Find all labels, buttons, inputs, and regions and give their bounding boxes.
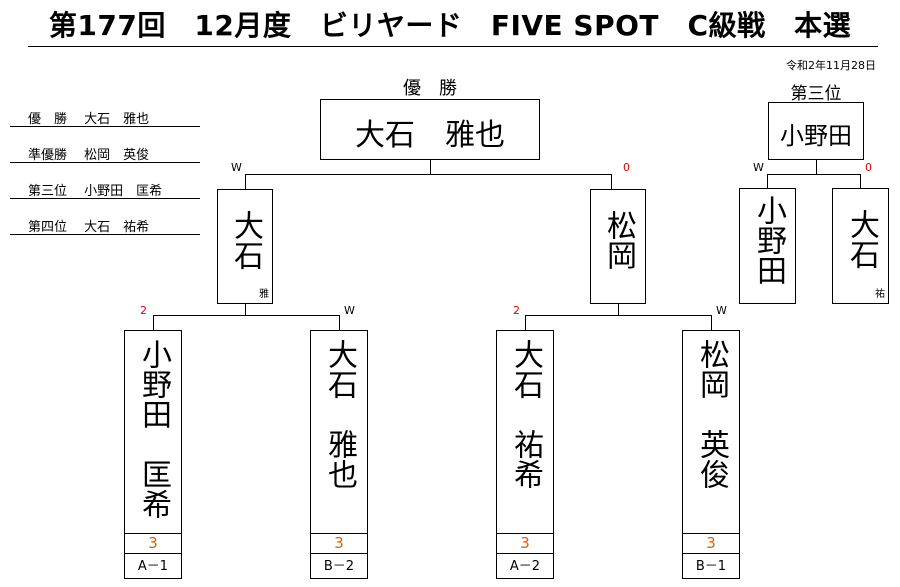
finalist-left-box: 大石 雅 <box>217 189 273 304</box>
player-score-a2: 3 <box>520 534 530 552</box>
player-seed-a1: A－1 <box>137 559 169 574</box>
player-score-b2: 3 <box>334 534 344 552</box>
finalist-right-box: 松岡 <box>590 189 646 304</box>
third-right-mark: 0 <box>865 161 872 174</box>
champion-name: 大石 雅也 <box>355 118 505 153</box>
player-score-b1: 3 <box>706 534 716 552</box>
third-left-box: 小野田 <box>739 188 796 304</box>
bracket-line <box>767 174 768 188</box>
bracket-line <box>816 160 817 174</box>
bracket-line <box>525 315 711 316</box>
bracket-line <box>245 304 246 315</box>
bracket-line <box>525 315 526 330</box>
player-box-a2: 大石 祐希 3 A－2 <box>496 330 554 579</box>
semi-4-mark: W <box>716 304 727 317</box>
semi-3-mark: 2 <box>513 304 520 317</box>
result-first: 優 勝 大石 雅也 <box>28 112 150 127</box>
semi-2-mark: W <box>344 304 355 317</box>
bracket-line <box>245 174 611 175</box>
third-place-box: 小野田 <box>768 102 864 160</box>
event-date: 令和2年11月28日 <box>786 59 876 72</box>
third-right-initial: 祐 <box>875 289 885 300</box>
champion-heading: 優 勝 <box>403 78 457 99</box>
bracket-line <box>860 174 861 188</box>
bracket-line <box>711 315 712 330</box>
finalist-right-name: 松岡 <box>601 210 636 270</box>
third-right-name: 大石 <box>844 209 879 269</box>
player-name-b1: 松岡 英俊 <box>694 339 729 489</box>
result-row-1: 優 勝 大石 雅也 <box>10 106 200 142</box>
third-place-name: 小野田 <box>780 122 852 150</box>
third-left-mark: W <box>753 161 764 174</box>
bracket-line <box>153 315 339 316</box>
result-row-3: 第三位 小野田 匡希 <box>10 178 200 214</box>
bracket-line <box>618 304 619 315</box>
third-place-heading: 第三位 <box>790 84 842 104</box>
final-left-mark: W <box>231 161 242 174</box>
player-seed-b2: B－2 <box>323 559 355 574</box>
champion-box: 大石 雅也 <box>320 99 540 160</box>
player-seed-a2: A－2 <box>509 559 541 574</box>
player-box-b1: 松岡 英俊 3 B－1 <box>682 330 740 579</box>
player-name-b2: 大石 雅也 <box>322 339 357 489</box>
bracket-line <box>611 174 612 189</box>
result-fourth: 第四位 大石 祐希 <box>28 220 150 235</box>
title-underline <box>28 46 878 47</box>
player-box-a1: 小野田 匡希 3 A－1 <box>124 330 182 579</box>
third-left-name: 小野田 <box>751 195 786 285</box>
page-title: 第177回 12月度 ビリヤード FIVE SPOT C級戦 本選 <box>48 9 852 42</box>
player-name-a1: 小野田 匡希 <box>136 339 171 519</box>
result-second: 準優勝 松岡 英俊 <box>28 148 150 163</box>
results-list: 優 勝 大石 雅也 準優勝 松岡 英俊 第三位 小野田 匡希 第四位 大石 祐希 <box>10 106 200 250</box>
bracket-line <box>245 174 246 189</box>
player-score-a1: 3 <box>148 534 158 552</box>
semi-1-mark: 2 <box>140 304 147 317</box>
result-third: 第三位 小野田 匡希 <box>28 184 163 199</box>
bracket-line <box>430 160 431 174</box>
player-seed-b1: B－1 <box>695 559 727 574</box>
player-name-a2: 大石 祐希 <box>508 339 543 489</box>
third-right-box: 大石 祐 <box>832 188 889 304</box>
result-row-4: 第四位 大石 祐希 <box>10 214 200 250</box>
bracket-line <box>339 315 340 330</box>
result-row-2: 準優勝 松岡 英俊 <box>10 142 200 178</box>
finalist-left-name: 大石 <box>228 210 263 270</box>
final-right-mark: 0 <box>623 161 630 174</box>
finalist-left-initial: 雅 <box>259 289 269 300</box>
bracket-line <box>153 315 154 330</box>
player-box-b2: 大石 雅也 3 B－2 <box>310 330 368 579</box>
bracket-line <box>767 174 860 175</box>
